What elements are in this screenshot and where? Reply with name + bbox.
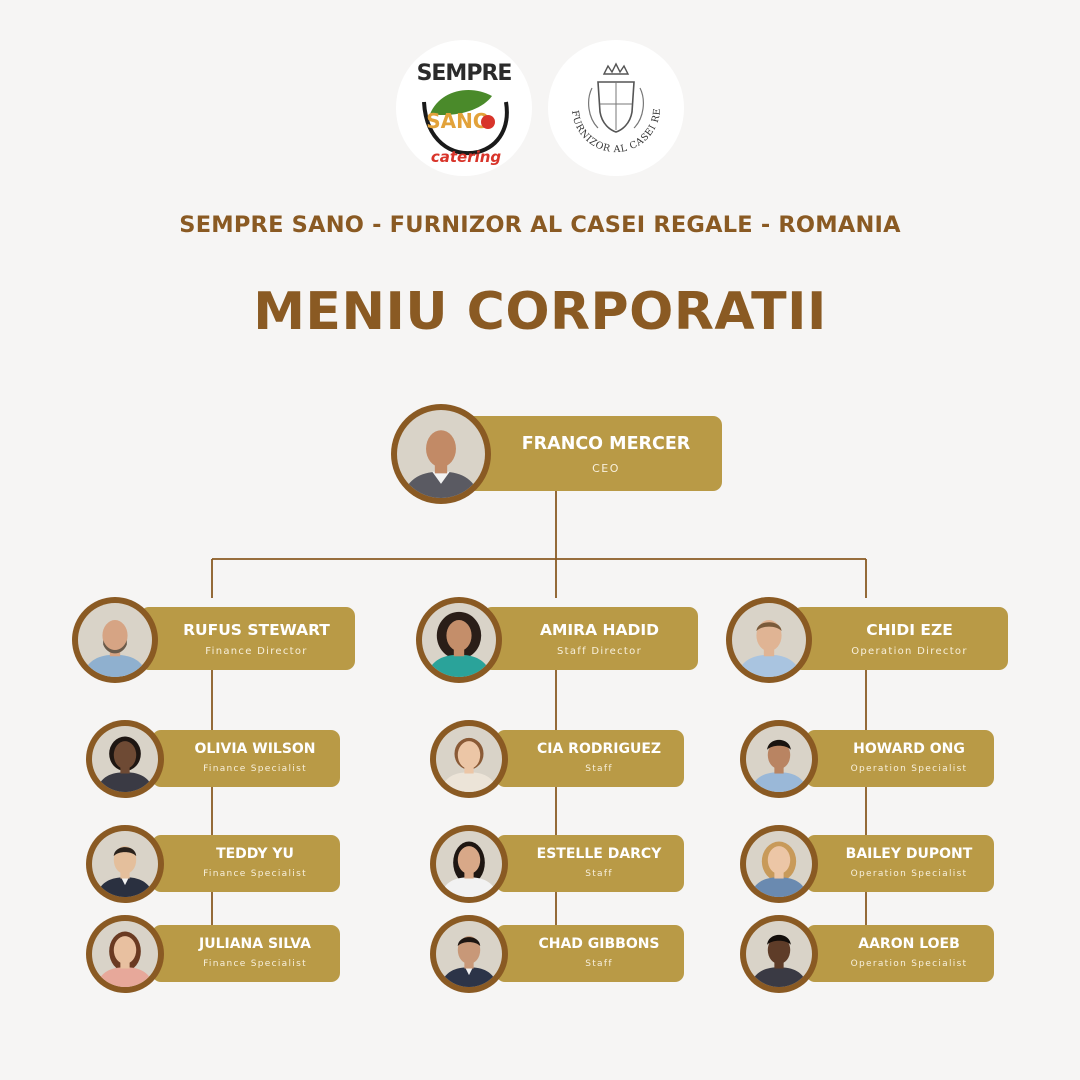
person-name: ESTELLE DARCY <box>536 846 662 862</box>
person-role: Finance Director <box>205 646 308 657</box>
person-role: Finance Specialist <box>203 869 307 879</box>
avatar <box>430 720 508 798</box>
avatar <box>416 597 502 683</box>
avatar <box>72 597 158 683</box>
person-role: Staff <box>585 959 613 969</box>
avatar <box>430 825 508 903</box>
org-node-team-member: ESTELLE DARCY Staff <box>496 835 684 892</box>
avatar <box>726 597 812 683</box>
person-role: Staff Director <box>557 646 642 657</box>
page-subtitle: SEMPRE SANO - FURNIZOR AL CASEI REGALE -… <box>179 212 901 238</box>
org-node-team-member: JULIANA SILVA Finance Specialist <box>152 925 340 982</box>
avatar <box>86 915 164 993</box>
avatar <box>740 915 818 993</box>
avatar <box>86 825 164 903</box>
person-role: Staff <box>585 764 613 774</box>
person-role: Finance Specialist <box>203 764 307 774</box>
person-role: Operation Specialist <box>850 869 968 879</box>
person-name: FRANCO MERCER <box>521 434 691 454</box>
sempre-sano-catering-logo: SEMPRE SANO catering <box>396 40 532 176</box>
person-name: HOWARD ONG <box>853 741 965 757</box>
org-node-director: RUFUS STEWART Finance Director <box>140 607 355 670</box>
avatar <box>740 720 818 798</box>
org-node-ceo: FRANCO MERCER CEO <box>460 416 722 491</box>
person-role: Staff <box>585 869 613 879</box>
person-name: AMIRA HADID <box>540 621 659 639</box>
org-node-team-member: CHAD GIBBONS Staff <box>496 925 684 982</box>
person-name: OLIVIA WILSON <box>194 741 316 757</box>
avatar <box>740 825 818 903</box>
person-name: JULIANA SILVA <box>199 936 311 952</box>
org-node-team-member: BAILEY DUPONT Operation Specialist <box>806 835 994 892</box>
svg-text:catering: catering <box>431 148 502 166</box>
person-name: TEDDY YU <box>216 846 294 862</box>
org-node-director: AMIRA HADID Staff Director <box>483 607 698 670</box>
person-role: CEO <box>592 462 620 475</box>
person-role: Finance Specialist <box>203 959 307 969</box>
person-name: CHIDI EZE <box>866 621 953 639</box>
person-name: CHAD GIBBONS <box>538 936 660 952</box>
org-node-team-member: TEDDY YU Finance Specialist <box>152 835 340 892</box>
person-name: BAILEY DUPONT <box>845 846 973 862</box>
avatar <box>391 404 491 504</box>
avatar <box>430 915 508 993</box>
person-name: AARON LOEB <box>858 936 960 952</box>
org-node-team-member: HOWARD ONG Operation Specialist <box>806 730 994 787</box>
org-node-team-member: CIA RODRIGUEZ Staff <box>496 730 684 787</box>
org-node-director: CHIDI EZE Operation Director <box>793 607 1008 670</box>
person-role: Operation Director <box>851 646 968 657</box>
person-role: Operation Specialist <box>850 764 968 774</box>
avatar <box>86 720 164 798</box>
page-title: MENIU CORPORATII <box>253 282 827 342</box>
svg-text:SEMPRE: SEMPRE <box>417 61 512 86</box>
org-node-team-member: AARON LOEB Operation Specialist <box>806 925 994 982</box>
person-name: RUFUS STEWART <box>183 621 330 639</box>
person-role: Operation Specialist <box>850 959 968 969</box>
org-node-team-member: OLIVIA WILSON Finance Specialist <box>152 730 340 787</box>
royal-warrant-seal: FURNIZOR AL CASEI REGALE A ROMÂNIEI <box>548 40 684 176</box>
person-name: CIA RODRIGUEZ <box>536 741 662 757</box>
svg-text:SANO: SANO <box>426 109 490 133</box>
